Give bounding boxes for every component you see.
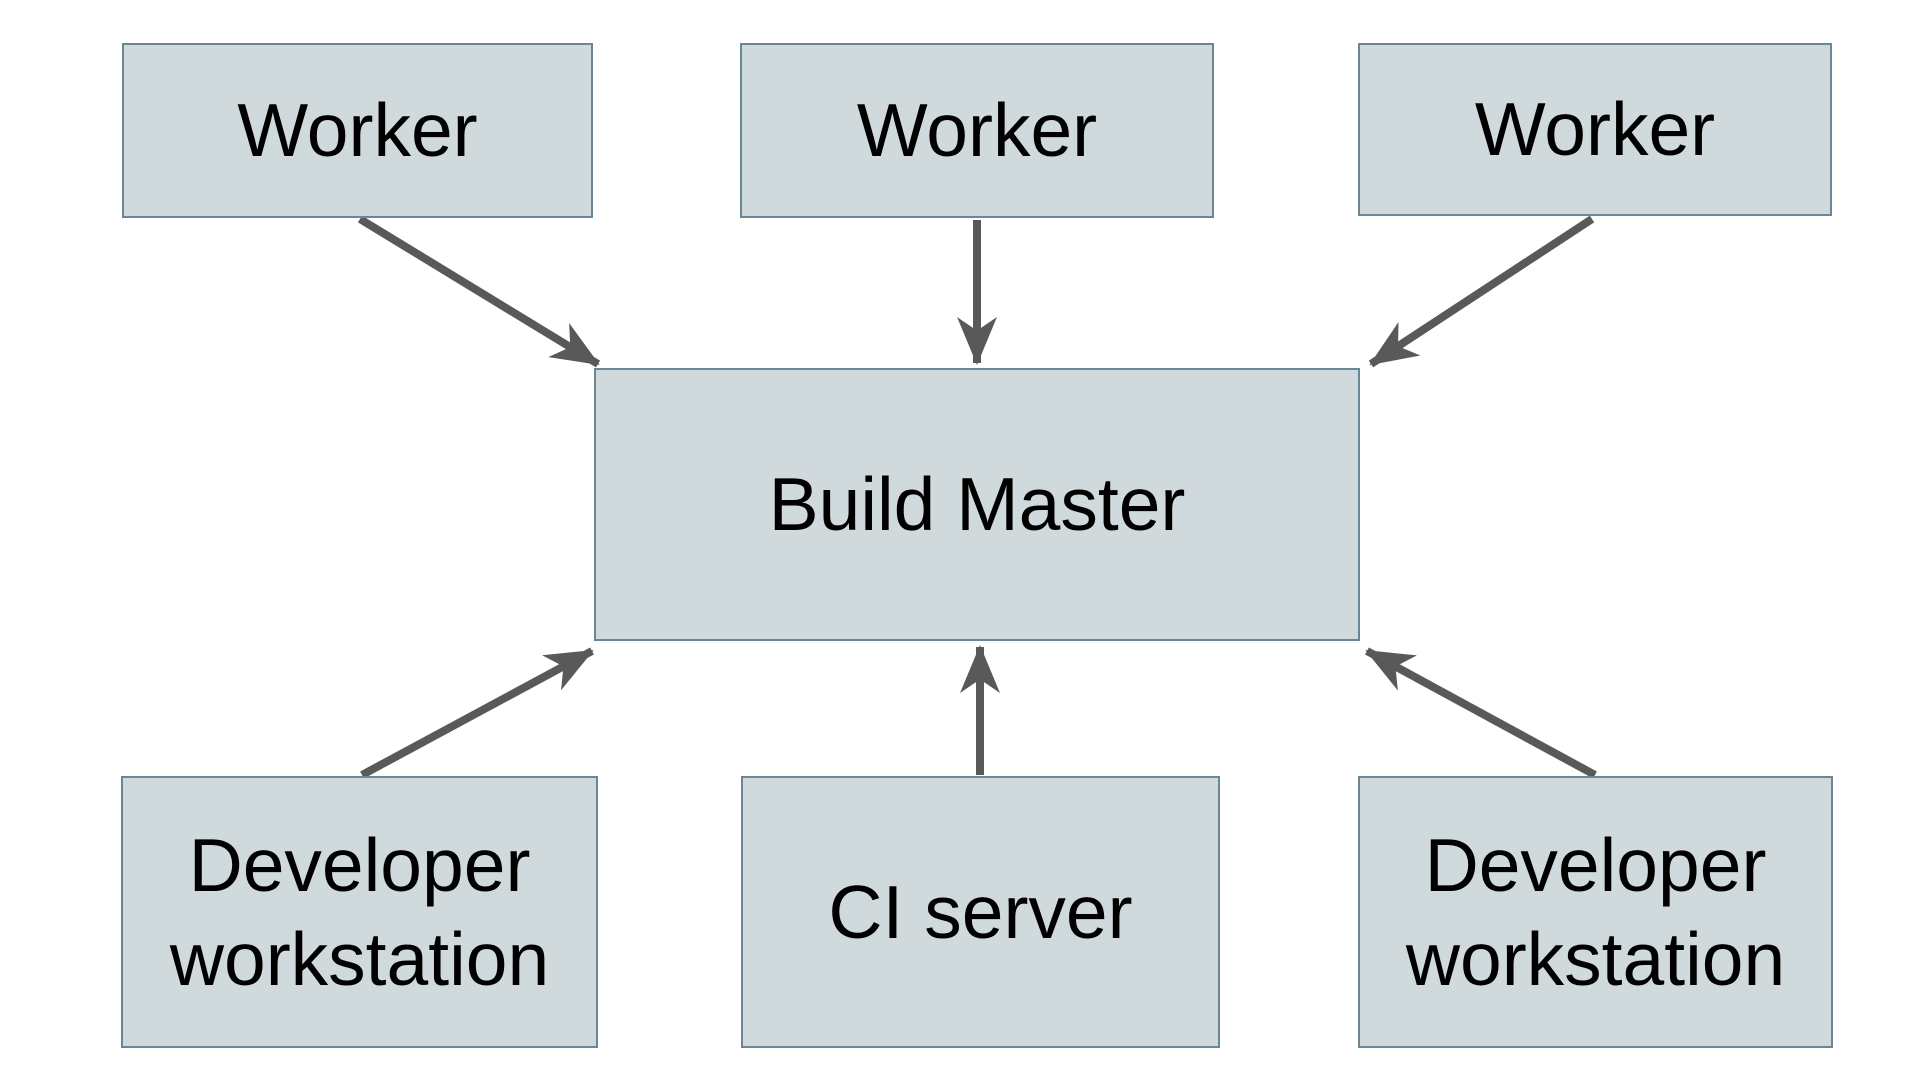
node-worker-2-label: Worker (856, 88, 1098, 173)
node-build-master: Build Master (594, 368, 1360, 641)
arrow-worker3-to-build-master (1368, 215, 1595, 368)
node-ci-server-label: CI server (828, 869, 1133, 954)
node-developer-workstation-right-label: Developer workstation (1405, 822, 1786, 1002)
node-developer-workstation-left-label: Developer workstation (169, 822, 550, 1002)
node-ci-server: CI server (741, 776, 1220, 1048)
node-developer-workstation-right: Developer workstation (1358, 776, 1833, 1048)
node-build-master-label: Build Master (768, 462, 1186, 547)
node-worker-3-label: Worker (1474, 87, 1716, 172)
node-worker-1-label: Worker (237, 88, 478, 173)
node-worker-3: Worker (1358, 43, 1832, 216)
node-worker-2: Worker (740, 43, 1214, 218)
node-developer-workstation-left: Developer workstation (121, 776, 598, 1048)
arrow-worker1-to-build-master (357, 215, 601, 368)
arrow-dev-right-to-build-master (1365, 647, 1597, 779)
node-worker-1: Worker (122, 43, 593, 218)
arrow-dev-left-to-build-master (360, 647, 594, 779)
